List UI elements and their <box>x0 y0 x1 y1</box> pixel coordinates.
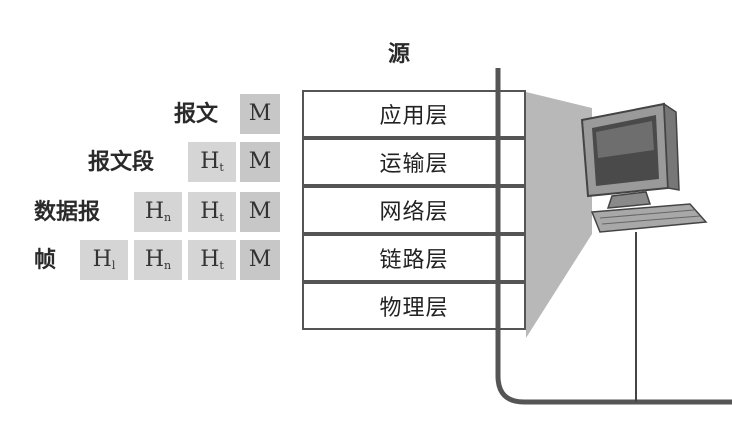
projection-wedge <box>526 92 592 338</box>
header-cell-network: Hn <box>134 192 182 232</box>
message-cell: M <box>240 240 280 280</box>
layer-physical: 物理层 <box>302 282 526 330</box>
header-cell-transport: Ht <box>188 142 236 182</box>
layer-application: 应用层 <box>302 90 526 138</box>
layer-network: 网络层 <box>302 186 526 234</box>
header-cell-transport: Ht <box>188 192 236 232</box>
computer-icon <box>580 102 708 233</box>
header-cell-network: Hn <box>134 240 182 280</box>
header-cell-transport: Ht <box>188 240 236 280</box>
message-cell: M <box>240 142 280 182</box>
header-cell-link: Hl <box>80 240 128 280</box>
layer-link: 链路层 <box>302 234 526 282</box>
packet-label-frame: 帧 <box>34 247 57 273</box>
source-title: 源 <box>388 41 411 67</box>
message-cell: M <box>240 94 280 134</box>
packet-label-message: 报文 <box>174 101 219 127</box>
layer-transport: 运输层 <box>302 138 526 186</box>
packet-label-segment: 报文段 <box>88 149 155 175</box>
network-link-line <box>495 68 732 405</box>
message-cell: M <box>240 192 280 232</box>
packet-label-datagram: 数据报 <box>34 199 101 225</box>
